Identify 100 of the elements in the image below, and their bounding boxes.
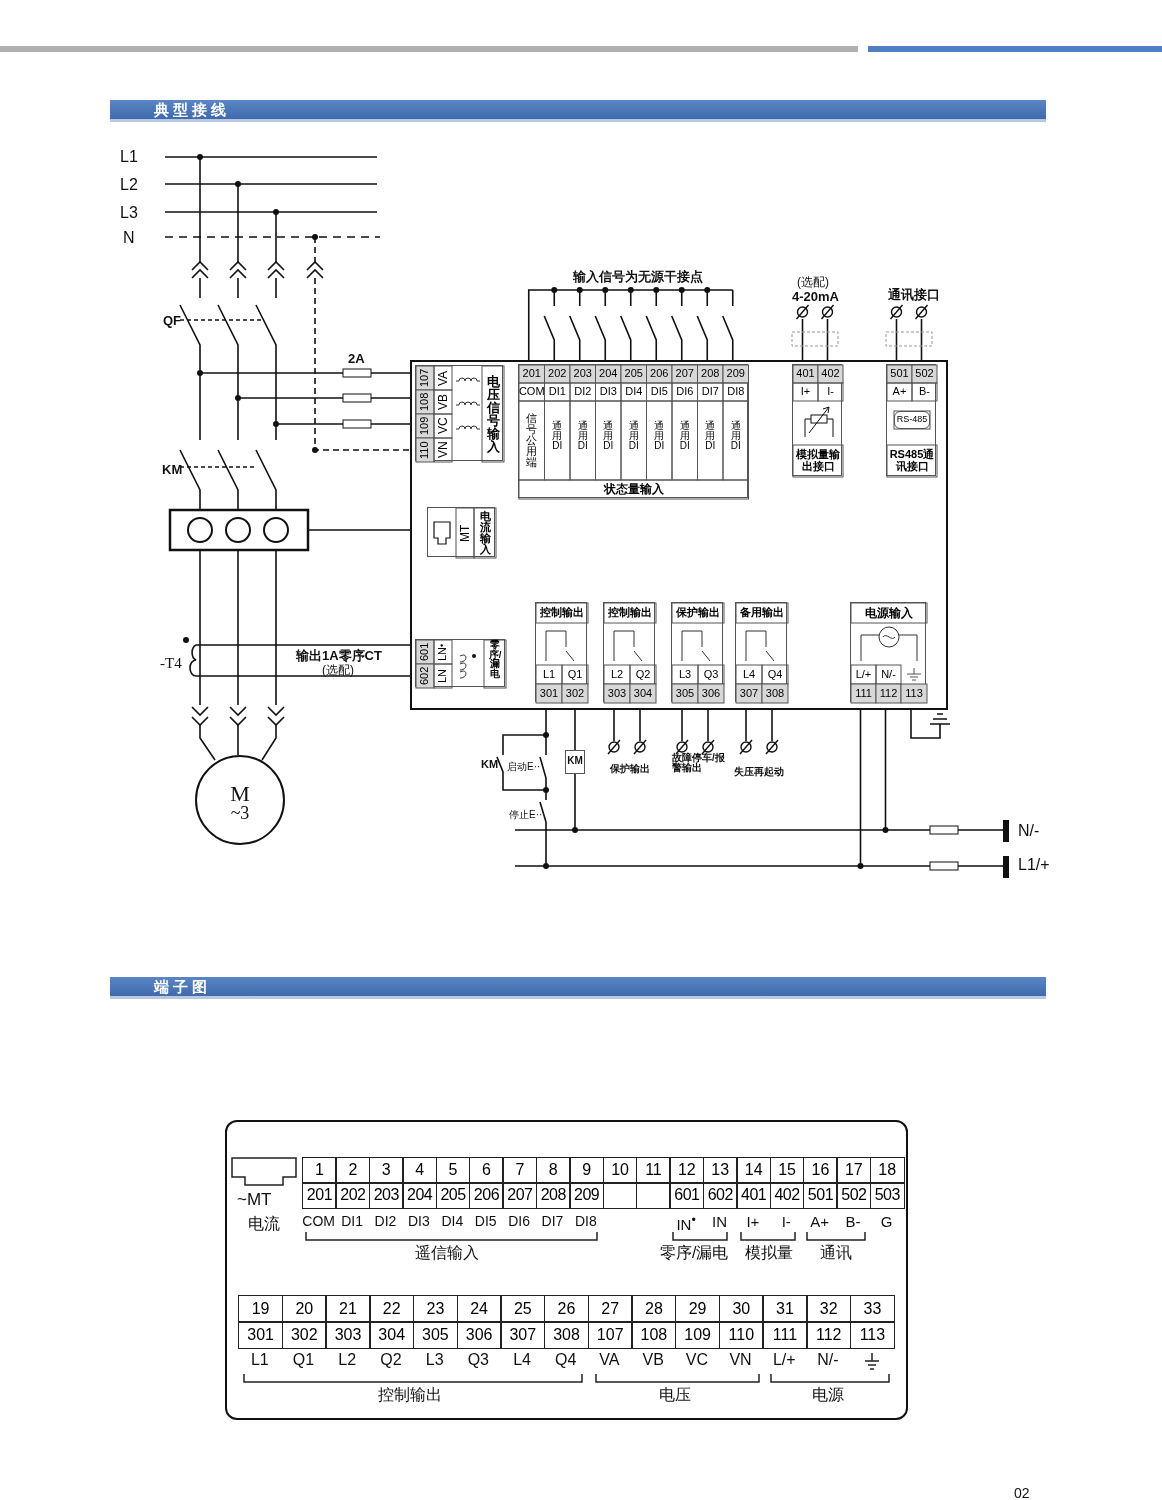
terminal-number: 203 bbox=[572, 366, 593, 382]
terminal-number: 29 bbox=[675, 1295, 721, 1323]
terminal-description: 通用DI bbox=[729, 418, 742, 453]
terminal-label: I- bbox=[780, 1213, 792, 1230]
wire-label: 4-20mA bbox=[792, 289, 839, 304]
terminal-label: Q2 bbox=[379, 1351, 403, 1369]
group-label: 零序/漏电 bbox=[660, 1243, 729, 1263]
controller-box bbox=[410, 360, 948, 710]
terminal-number: 10 bbox=[602, 1157, 638, 1184]
terminal-description: 信号公用端 bbox=[525, 411, 539, 470]
terminal-label: VC bbox=[434, 416, 451, 437]
terminal-label: DI6 bbox=[507, 1213, 531, 1229]
terminal-number: 304 bbox=[369, 1321, 415, 1349]
contactor-coil-box bbox=[565, 750, 585, 774]
terminal-label: Q4 bbox=[554, 1351, 578, 1369]
terminal-label: DI7 bbox=[700, 384, 720, 400]
terminal-block bbox=[518, 364, 748, 498]
terminal-number: 26 bbox=[543, 1295, 590, 1323]
terminal-number: 5 bbox=[435, 1157, 471, 1184]
terminal-caption: 失压再起动 bbox=[734, 765, 784, 779]
terminal-number: 602 bbox=[702, 1182, 738, 1209]
terminal-number: 25 bbox=[500, 1295, 546, 1323]
terminal-number: 402 bbox=[820, 366, 841, 382]
terminal-label: DI8 bbox=[574, 1213, 598, 1229]
terminal-label: L2 bbox=[337, 1351, 358, 1369]
terminal-number: 602 bbox=[417, 665, 432, 688]
terminal-description: 通用DI bbox=[602, 418, 615, 453]
terminal-number: 203 bbox=[368, 1182, 404, 1209]
terminal-label: DI7 bbox=[540, 1213, 565, 1229]
terminal-label: DI2 bbox=[373, 1213, 398, 1229]
terminal-number: 305 bbox=[412, 1321, 458, 1349]
terminal-label: A+ bbox=[891, 384, 908, 400]
terminal-number: 32 bbox=[806, 1295, 852, 1323]
terminal-label: B- bbox=[844, 1213, 862, 1230]
terminal-block bbox=[792, 364, 842, 476]
terminal-number: 205 bbox=[435, 1182, 471, 1209]
terminal-number: 306 bbox=[700, 685, 722, 701]
terminal-number: 207 bbox=[502, 1182, 538, 1209]
terminal-number: 2 bbox=[335, 1157, 371, 1184]
terminal-label: A+ bbox=[809, 1213, 831, 1230]
terminal-label: L3 bbox=[677, 666, 693, 682]
terminal-label: DI3 bbox=[407, 1213, 431, 1229]
terminal-label: COM bbox=[519, 384, 545, 400]
terminal-label: L/+ bbox=[854, 666, 873, 682]
terminal-description: 通用DI bbox=[704, 418, 717, 453]
terminal-description: 通用DI bbox=[627, 418, 640, 453]
group-label: 遥信输入 bbox=[415, 1243, 479, 1263]
terminal-number: 16 bbox=[803, 1157, 838, 1184]
wire-label: (选配) bbox=[797, 274, 829, 291]
terminal-number: 14 bbox=[736, 1157, 772, 1184]
group-label: 电源 bbox=[812, 1385, 844, 1405]
terminal-label: DI4 bbox=[440, 1213, 465, 1229]
terminal-label: VB bbox=[641, 1351, 665, 1369]
terminal-number: 308 bbox=[764, 685, 786, 701]
terminal-number: 9 bbox=[569, 1157, 605, 1184]
terminal-number: 1 bbox=[302, 1157, 337, 1184]
terminal-description: 通用DI bbox=[653, 418, 666, 453]
terminal-label: MT bbox=[456, 523, 473, 544]
terminal-block bbox=[603, 602, 655, 702]
terminal-label: IN$^{•}$ bbox=[675, 1213, 697, 1233]
terminal-label: Q1 bbox=[291, 1351, 316, 1369]
terminal-label: DI4 bbox=[624, 384, 644, 400]
terminal-label: Q4 bbox=[766, 666, 784, 682]
terminal-number: 303 bbox=[325, 1321, 371, 1349]
block-title: 控制输出 bbox=[607, 605, 653, 621]
terminal-block bbox=[415, 365, 503, 461]
terminal-number: 208 bbox=[535, 1182, 571, 1209]
block-title: 电源输入 bbox=[864, 604, 914, 622]
block-title: 保护输出 bbox=[675, 605, 721, 621]
terminal-number: 208 bbox=[700, 366, 721, 382]
wire-label: 输入信号为无源干接点 bbox=[573, 268, 703, 286]
wire-label: 通讯接口 bbox=[888, 286, 940, 304]
group-label: 电压 bbox=[659, 1385, 691, 1405]
phase-label: N bbox=[123, 229, 135, 247]
terminal-label: L3 bbox=[424, 1351, 445, 1369]
terminal-label: Q1 bbox=[566, 666, 584, 682]
phase-label: L2 bbox=[120, 176, 138, 194]
terminal-number: 108 bbox=[417, 391, 432, 414]
terminal-block bbox=[415, 639, 505, 687]
terminal-label: DI3 bbox=[598, 384, 618, 400]
terminal-number: 23 bbox=[412, 1295, 458, 1323]
terminal-number: 113 bbox=[904, 685, 924, 701]
terminal-number: 8 bbox=[535, 1157, 571, 1184]
terminal-label: DI6 bbox=[675, 384, 695, 400]
terminal-number: 209 bbox=[569, 1182, 605, 1209]
terminal-number: 402 bbox=[769, 1182, 805, 1209]
block-title: 备用输出 bbox=[739, 605, 785, 621]
terminal-panel bbox=[225, 1120, 908, 1420]
terminal-number: 113 bbox=[849, 1321, 895, 1349]
terminal-number: 107 bbox=[417, 367, 432, 390]
phase-label: L1 bbox=[120, 148, 138, 166]
terminal-number: 202 bbox=[547, 366, 568, 382]
terminal-label: G bbox=[879, 1213, 894, 1230]
terminal-block bbox=[535, 602, 587, 702]
terminal-number: 21 bbox=[325, 1295, 371, 1323]
contact-label: KM bbox=[481, 758, 499, 770]
terminal-label: Q3 bbox=[702, 666, 720, 682]
terminal-number: 306 bbox=[456, 1321, 502, 1349]
terminal-label: 电流 bbox=[248, 1214, 280, 1234]
terminal-block bbox=[671, 602, 723, 702]
